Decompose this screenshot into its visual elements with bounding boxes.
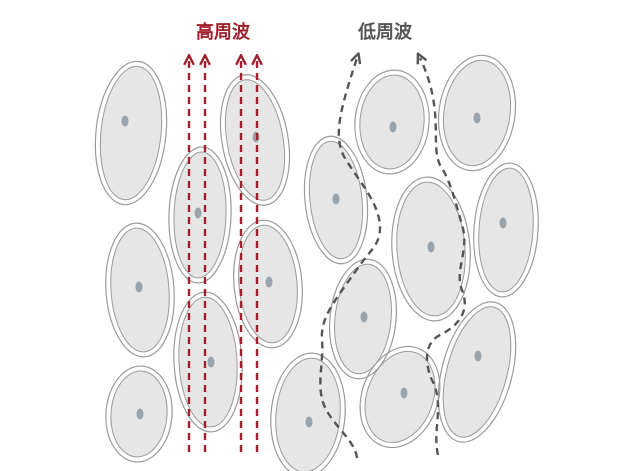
cell [270,352,346,471]
low-frequency-label: 低周波 [358,22,412,43]
low-frequency-arrow [420,58,466,456]
cell [173,291,243,433]
nucleus [400,387,408,399]
low-frequency-paths [319,58,466,459]
cell [437,301,517,443]
nucleus [136,408,144,420]
low-frequency-arrow [319,58,382,459]
cell [168,146,232,284]
cell [359,345,441,449]
cell [437,54,517,172]
nucleus [360,311,368,323]
cell [391,176,471,322]
cell [328,258,398,380]
nucleus [121,115,129,127]
nucleus [427,241,435,253]
nucleus [135,281,143,293]
cell [105,365,173,463]
nucleus [265,276,273,288]
nucleus [332,193,340,205]
high-frequency-paths [189,60,257,452]
nucleus [207,356,215,368]
nucleus [474,350,482,362]
high-frequency-label: 高周波 [196,22,250,43]
cell [303,135,369,265]
cell [354,69,430,175]
nucleus [499,217,507,229]
nucleus [389,121,397,133]
nucleus [305,416,313,428]
cell [105,222,175,358]
cell [473,162,539,298]
cell [94,60,168,206]
nucleus [473,112,481,124]
cells-group [94,54,539,471]
nucleus [194,207,202,219]
cell [233,219,303,349]
